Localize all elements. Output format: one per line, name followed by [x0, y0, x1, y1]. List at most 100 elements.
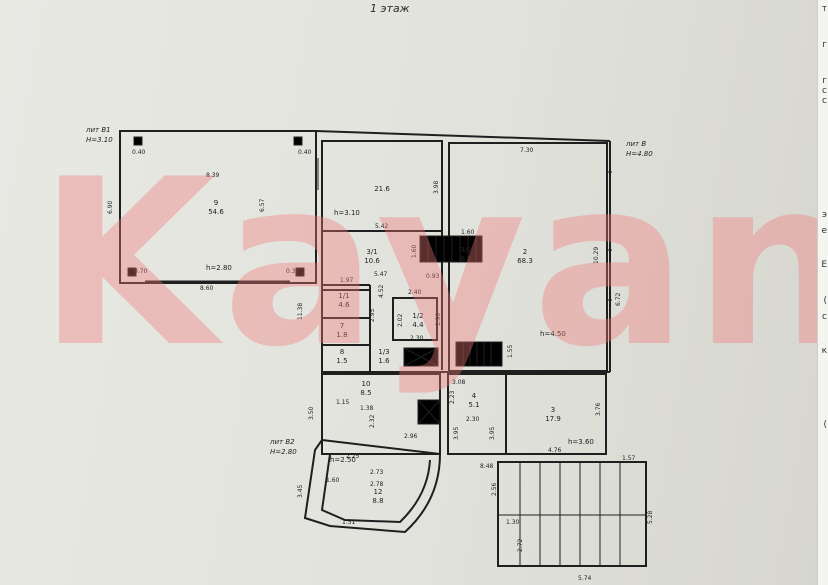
side-letter: е: [821, 226, 827, 236]
room-10-area: 8.5: [360, 389, 371, 397]
lit-b1-height: H=3.10: [86, 136, 113, 144]
side-letter: (: [823, 420, 827, 430]
dim-label: 3.08: [452, 379, 466, 386]
lit-b-height: H=4.80: [626, 150, 653, 158]
dim-label: 5.74: [578, 575, 592, 582]
dim-label: 2.73: [370, 469, 384, 476]
dim-label: 2.96: [404, 433, 418, 440]
dim-label: 3.50: [308, 406, 315, 420]
room-hall-area: 21.6: [374, 185, 390, 193]
side-letter: (: [823, 296, 827, 306]
dim-label: 2.78: [370, 481, 384, 488]
side-letter: э: [822, 210, 827, 220]
lit-b1-label: лит В1: [85, 126, 111, 134]
dim-label: 8.48: [480, 463, 494, 470]
dim-label: 1.97: [340, 277, 354, 284]
side-letter: г: [822, 40, 827, 50]
room-4-num: 4: [472, 392, 477, 400]
room-1-3-num: 1/3: [378, 348, 389, 356]
room-7-area: 1.8: [336, 331, 347, 339]
room-10-num: 10: [362, 380, 371, 388]
height-room-2: h=4.50: [540, 330, 566, 338]
dim-label: 6.57: [259, 198, 266, 212]
dim-label: 1.60: [411, 244, 418, 258]
dim-label: 0.30: [286, 268, 300, 275]
dim-label: 1.60: [461, 229, 475, 236]
dim-label: 3.45: [297, 484, 304, 498]
room-2-area: 68.3: [517, 257, 533, 265]
room-3-2-area: 6.4: [460, 255, 472, 263]
room-1-1-num: 1/1: [338, 292, 349, 300]
height-hall: h=3.10: [334, 209, 360, 217]
room-1-2-num: 1/2: [412, 312, 423, 320]
watermark: Kayan: [38, 131, 828, 398]
height-room-9: h=2.80: [206, 264, 232, 272]
room-7-num: 7: [340, 322, 344, 330]
side-letter: т: [821, 4, 827, 14]
room-3-num: 3: [551, 406, 555, 414]
height-lit-b2: h=2.50: [330, 456, 356, 464]
dim-label: 3.98: [433, 180, 440, 194]
dim-label: 2.32: [369, 414, 376, 428]
dim-label: 0.40: [298, 149, 312, 156]
dim-label: 2.30: [410, 335, 424, 342]
dim-label: 0.70: [134, 268, 148, 275]
dim-label: 3.95: [489, 426, 496, 440]
floor-title: 1 этаж: [370, 2, 410, 15]
dim-label: 1.15: [336, 399, 350, 406]
dim-label: 7.30: [520, 147, 534, 154]
dim-label: 6.72: [615, 292, 622, 306]
dim-label: 1.55: [507, 344, 514, 358]
height-room-3: h=3.60: [568, 438, 594, 446]
room-3-area: 17.9: [545, 415, 561, 423]
room-8-num: 8: [340, 348, 344, 356]
lit-b-label: лит В: [625, 140, 646, 148]
dim-label: 2.23: [449, 390, 456, 404]
room-4-area: 5.1: [468, 401, 479, 409]
lit-b2-label: лит В2: [269, 438, 295, 446]
dim-label: 2.72: [517, 538, 524, 552]
room-3-1-num: 3/1: [366, 248, 377, 256]
side-letter: Е: [821, 260, 827, 270]
dim-label: 3.76: [595, 402, 602, 416]
dim-label: 8.60: [200, 285, 214, 292]
room-8-area: 1.5: [336, 357, 347, 365]
dim-label: 1.38: [360, 405, 374, 412]
dim-label: 5.42: [375, 223, 389, 230]
room-1-3-area: 1.6: [378, 357, 390, 365]
dim-label: 1.90: [435, 312, 442, 326]
dim-label: 5.47: [374, 271, 388, 278]
room-9-num: 9: [214, 199, 218, 207]
dim-label: 2.02: [397, 313, 404, 327]
dim-label: 1.51: [342, 519, 356, 526]
room-12-area: 8.8: [372, 497, 383, 505]
dim-label: 3.95: [453, 426, 460, 440]
room-1-1-area: 4.6: [338, 301, 350, 309]
dim-label: 2.56: [491, 482, 498, 496]
dim-label: 8.39: [206, 172, 220, 179]
dim-label: 0.40: [132, 149, 146, 156]
side-letter: с: [822, 86, 827, 96]
side-letter: с: [822, 312, 827, 322]
dim-label: 2.30: [466, 416, 480, 423]
dim-label: 6.90: [107, 200, 114, 214]
dim-label: 2.40: [408, 289, 422, 296]
room-1-2-area: 4.4: [412, 321, 424, 329]
room-9-area: 54.6: [208, 208, 224, 216]
dim-label: 11.38: [297, 303, 304, 320]
dim-label: 1.30: [506, 519, 520, 526]
dim-label: 4.52: [378, 284, 385, 298]
adjacent-page-edge: т г г с с э е Е ( с к (: [817, 0, 828, 585]
side-letter: к: [821, 346, 827, 356]
dim-label: 2.95: [369, 308, 376, 322]
room-12-num: 12: [374, 488, 383, 496]
room-3-1-area: 10.6: [364, 257, 380, 265]
dim-label: 4.76: [548, 447, 562, 454]
side-letter: г: [822, 76, 827, 86]
dim-label: 10.29: [593, 247, 600, 264]
room-2-num: 2: [523, 248, 527, 256]
room-3-2-num: 3/2: [460, 246, 471, 254]
dim-label: 1.60: [326, 477, 340, 484]
